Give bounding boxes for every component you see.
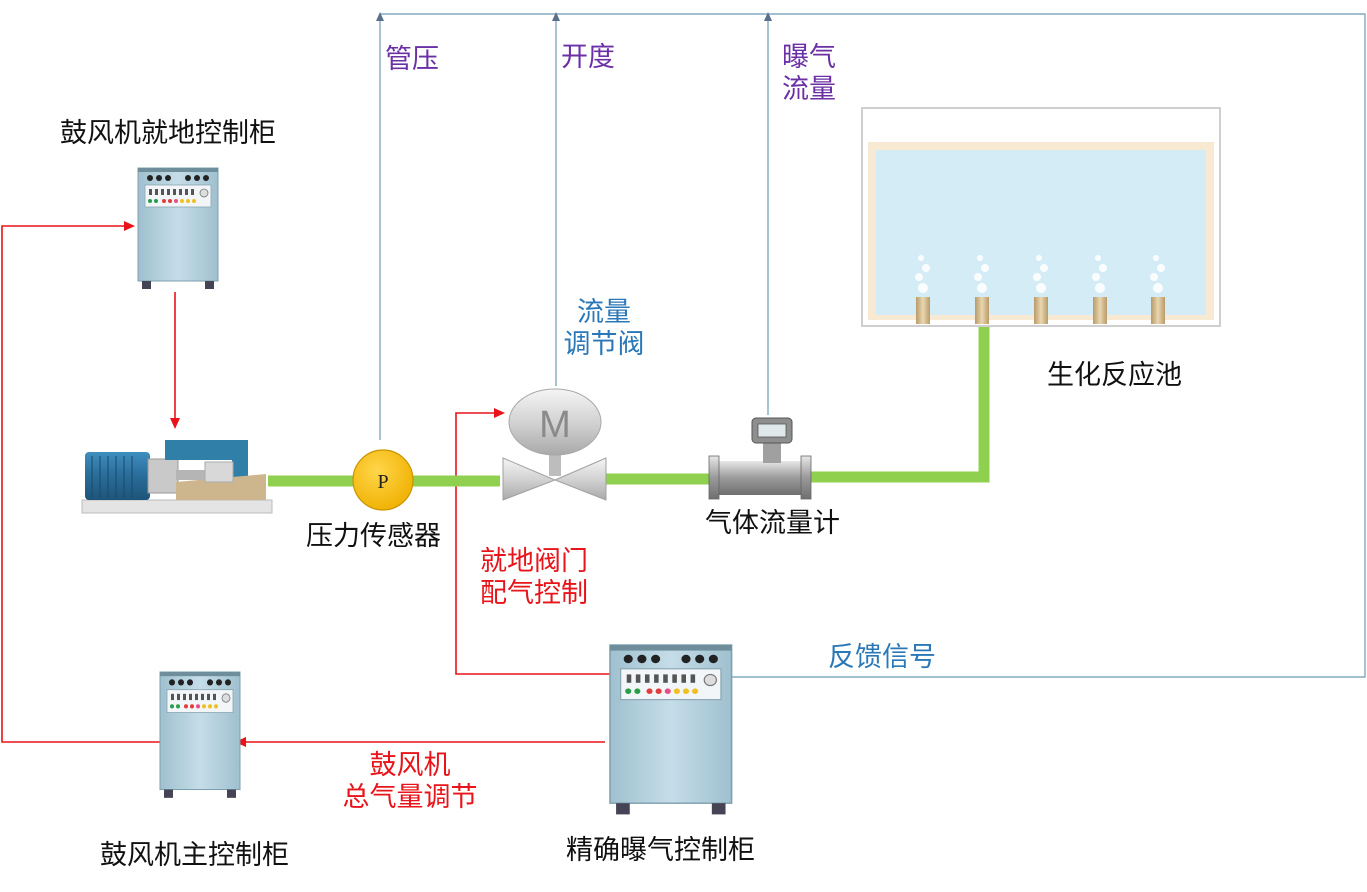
flow-valve-label: 流量 调节阀 — [563, 297, 645, 360]
aeration-control-cabinet-icon — [609, 644, 733, 816]
pressure-symbol: P — [377, 471, 388, 493]
diffuser-group — [915, 255, 1165, 324]
main-control-cabinet-icon — [159, 671, 241, 799]
control-lines — [1, 221, 612, 747]
signal-pressure-label: 管压 — [385, 44, 439, 75]
aeration-cabinet-label: 精确曝气控制柜 — [566, 835, 755, 866]
pressure-sensor-icon: P — [352, 449, 414, 511]
signal-aeration-flow-label: 曝气 流量 — [782, 42, 836, 105]
local-cabinet-label: 鼓风机就地控制柜 — [60, 118, 276, 149]
signal-opening-label: 开度 — [561, 42, 615, 73]
gas-flow-meter-icon — [708, 417, 812, 500]
feedback-signal-label: 反馈信号 — [828, 642, 936, 673]
main-cabinet-label: 鼓风机主控制柜 — [100, 840, 289, 871]
gas-flow-meter-label: 气体流量计 — [705, 508, 840, 539]
blower-total-air-label: 鼓风机 总气量调节 — [342, 750, 478, 813]
reaction-tank-icon — [861, 107, 1221, 327]
pressure-sensor-label: 压力传感器 — [306, 521, 441, 552]
bio-tank-label: 生化反应池 — [1047, 360, 1182, 391]
feedback-signal-lines — [376, 12, 1366, 678]
local-valve-control-label: 就地阀门 配气控制 — [480, 546, 588, 609]
valve-symbol: M — [539, 404, 571, 446]
blower-motor-icon — [81, 440, 273, 514]
flow-control-valve-icon: M — [502, 388, 607, 501]
local-control-cabinet-icon — [137, 167, 219, 290]
